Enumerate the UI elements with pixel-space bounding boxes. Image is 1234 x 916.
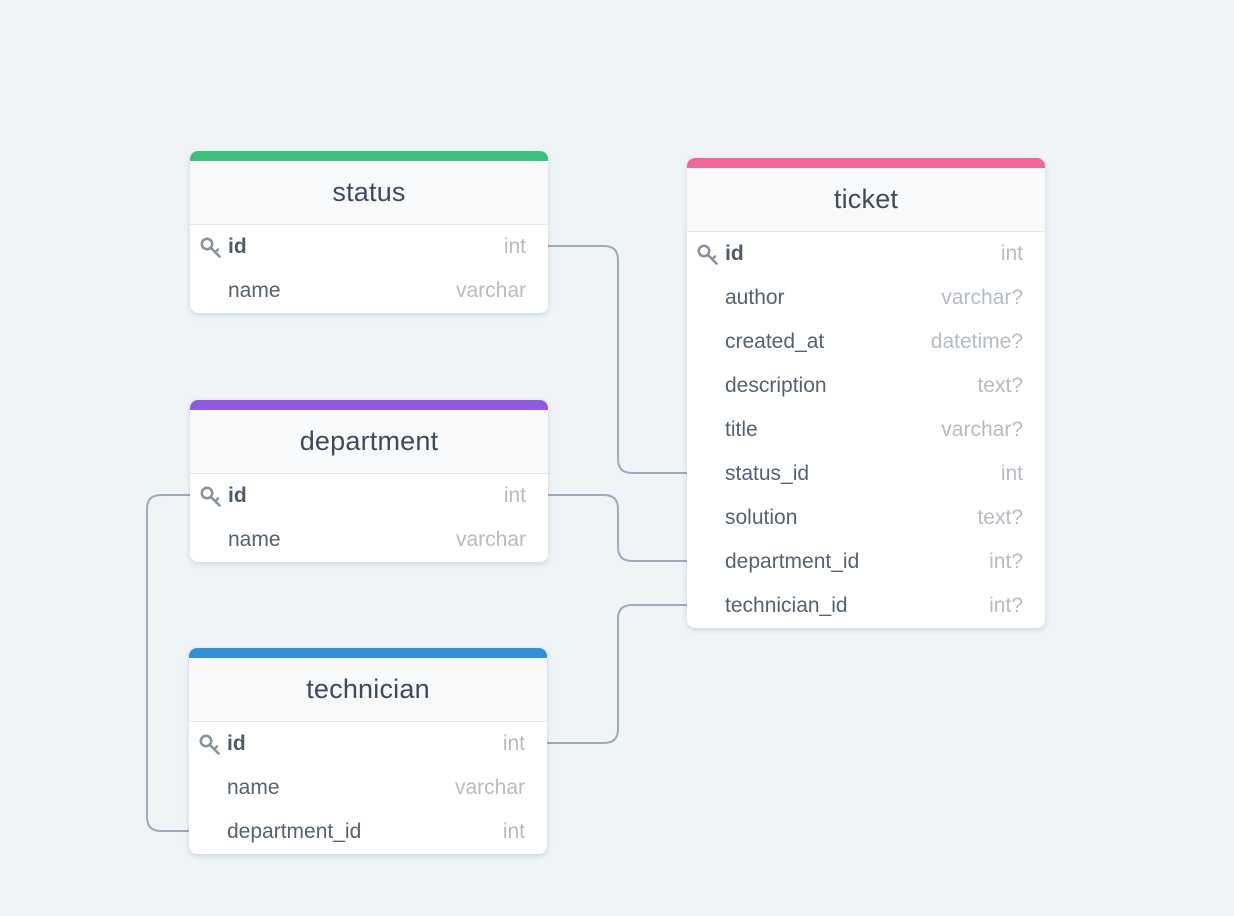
- field-row-ticket-status-id[interactable]: status_id int: [687, 452, 1045, 496]
- table-technician[interactable]: technician id int name varchar department_id i…: [189, 648, 547, 854]
- field-row-ticket-solution[interactable]: solution text?: [687, 496, 1045, 540]
- field-name: id: [227, 732, 246, 755]
- field-name: title: [725, 418, 758, 441]
- field-type: datetime?: [930, 330, 1023, 353]
- relation-line-technician-ticket[interactable]: [547, 604, 687, 744]
- field-type: varchar: [455, 528, 526, 551]
- field-type: int: [1000, 462, 1023, 485]
- field-name: description: [725, 374, 827, 397]
- field-row-technician-department-id[interactable]: department_id int: [189, 810, 547, 854]
- field-name: id: [725, 242, 744, 265]
- field-type: varchar: [454, 776, 525, 799]
- field-name: name: [228, 528, 281, 551]
- key-icon: [200, 236, 222, 258]
- field-name: technician_id: [725, 594, 848, 617]
- table-ticket-color-bar: [687, 158, 1045, 168]
- table-status-title[interactable]: status: [190, 161, 548, 225]
- field-row-ticket-created-at[interactable]: created_at datetime?: [687, 320, 1045, 364]
- field-type: text?: [977, 506, 1023, 529]
- field-row-ticket-id[interactable]: id int: [687, 232, 1045, 276]
- table-status-color-bar: [190, 151, 548, 161]
- field-name: created_at: [725, 330, 825, 353]
- field-name: id: [228, 484, 247, 507]
- relation-line-department-ticket[interactable]: [548, 494, 687, 562]
- field-type: int: [1000, 242, 1023, 265]
- field-row-ticket-technician-id[interactable]: technician_id int?: [687, 584, 1045, 628]
- table-technician-color-bar: [189, 648, 547, 658]
- field-type: int?: [989, 594, 1023, 617]
- field-name: solution: [725, 506, 798, 529]
- field-row-ticket-description[interactable]: description text?: [687, 364, 1045, 408]
- field-name: status_id: [725, 462, 810, 485]
- table-department-title[interactable]: department: [190, 410, 548, 474]
- relation-line-department-technician[interactable]: [146, 494, 190, 832]
- relation-line-status-ticket[interactable]: [548, 245, 687, 474]
- key-icon: [200, 485, 222, 507]
- key-icon: [199, 733, 221, 755]
- field-type: varchar: [455, 279, 526, 302]
- table-department-color-bar: [190, 400, 548, 410]
- table-ticket[interactable]: ticket id int author varchar? created_at datet…: [687, 158, 1045, 628]
- field-row-ticket-title[interactable]: title varchar?: [687, 408, 1045, 452]
- field-row-status-id[interactable]: id int: [190, 225, 548, 269]
- field-name: author: [725, 286, 785, 309]
- field-type: text?: [977, 374, 1023, 397]
- field-name: id: [228, 235, 247, 258]
- field-type: int: [503, 235, 526, 258]
- field-type: int: [503, 484, 526, 507]
- field-row-technician-name[interactable]: name varchar: [189, 766, 547, 810]
- table-status[interactable]: status id int name varchar: [190, 151, 548, 313]
- field-type: varchar?: [941, 286, 1023, 309]
- field-row-technician-id[interactable]: id int: [189, 722, 547, 766]
- table-technician-title[interactable]: technician: [189, 658, 547, 722]
- field-type: int: [502, 820, 525, 843]
- field-type: varchar?: [941, 418, 1023, 441]
- table-department[interactable]: department id int name varchar: [190, 400, 548, 562]
- field-name: department_id: [227, 820, 362, 843]
- field-name: name: [228, 279, 281, 302]
- field-name: name: [227, 776, 280, 799]
- key-icon: [697, 243, 719, 265]
- field-row-ticket-author[interactable]: author varchar?: [687, 276, 1045, 320]
- field-row-department-id[interactable]: id int: [190, 474, 548, 518]
- field-row-ticket-department-id[interactable]: department_id int?: [687, 540, 1045, 584]
- table-ticket-title[interactable]: ticket: [687, 168, 1045, 232]
- field-row-department-name[interactable]: name varchar: [190, 518, 548, 562]
- field-type: int: [502, 732, 525, 755]
- field-type: int?: [989, 550, 1023, 573]
- field-row-status-name[interactable]: name varchar: [190, 269, 548, 313]
- field-name: department_id: [725, 550, 860, 573]
